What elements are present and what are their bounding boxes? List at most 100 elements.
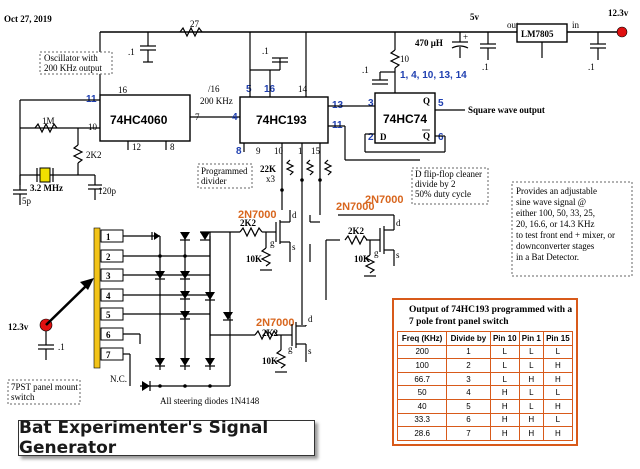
table-cell: H (542, 371, 574, 387)
svg-text:Programmed: Programmed (201, 166, 248, 176)
diodes-note: All steering diodes 1N4148 (160, 396, 260, 406)
s-2: s (396, 250, 400, 260)
switch-note-box (7, 379, 81, 405)
table-column-header: Pin 1 (518, 331, 544, 346)
chip-74hc193 (239, 96, 329, 144)
chip-lm7805-label: LM7805 (521, 29, 554, 39)
pin-10-b: 10 (274, 146, 284, 156)
osc-note-line1: Oscillator with (44, 53, 98, 63)
mosfet-label-2: 2N7000 (336, 201, 375, 213)
cap-label-e: .1 (588, 62, 595, 72)
mosfet-label-3: 2N7000 (365, 194, 404, 206)
r2k2-3: 2K2 (262, 328, 279, 338)
table-cell: 5 (446, 398, 491, 414)
pin-4: 4 (232, 112, 238, 123)
chip-74hc193-label: 74HC193 (256, 113, 307, 127)
svg-text:7PST panel mount: 7PST panel mount (11, 382, 78, 392)
v5-label: 5v (470, 12, 480, 22)
pin-15: 15 (311, 146, 321, 156)
r2k2-1: 2K2 (240, 218, 257, 228)
svg-text:downconverter stages: downconverter stages (516, 241, 595, 251)
d-1: d (292, 210, 297, 220)
table-column-header: Freq (KHz) (396, 331, 448, 346)
table-cell: 6 (446, 412, 491, 428)
pin-14: 14 (298, 84, 308, 94)
r10k-1: 10K (246, 254, 262, 264)
svg-text:D flip-flop cleaner: D flip-flop cleaner (415, 169, 482, 179)
switch-pos-2[interactable]: 2 (106, 252, 111, 262)
svg-text:divider: divider (201, 176, 227, 186)
cap-label-f: .1 (58, 342, 65, 352)
provides-note-box (511, 181, 633, 277)
table-cell: L (489, 358, 520, 373)
table-cell: L (542, 385, 574, 400)
page-title: Bat Experimenter's Signal Generator (19, 418, 269, 458)
s-1: s (292, 242, 296, 252)
dff-note-box (411, 167, 489, 205)
table-cell: 33.3 (396, 412, 448, 428)
switch-pos-3[interactable]: 3 (106, 271, 111, 281)
r2k2-osc-label: 2K2 (86, 150, 102, 160)
s-3: s (308, 346, 312, 356)
date-label: Oct 27, 2019 (4, 14, 52, 24)
osc-note-box (39, 51, 113, 75)
square-out-label: Square wave output (468, 105, 545, 115)
pin-9: 9 (256, 146, 261, 156)
switch-contacts (100, 229, 124, 361)
table-cell: L (518, 344, 544, 360)
d-3: d (308, 314, 313, 324)
switch-pos-7[interactable]: 7 (106, 350, 111, 360)
cap-label-d: .1 (482, 62, 489, 72)
dff-pins-note: 1, 4, 10, 13, 14 (400, 70, 467, 81)
table-cell: H (542, 398, 574, 414)
chip-74hc4060-label: 74HC4060 (110, 113, 168, 127)
table-cell: L (518, 358, 544, 373)
table-cell: 50 (396, 385, 448, 400)
table-cell: L (489, 371, 520, 387)
chip-74hc74 (374, 92, 436, 144)
table-column-header: Pin 15 (542, 331, 574, 346)
pin-6: 6 (438, 132, 444, 143)
pin-8: 8 (170, 142, 175, 152)
table-cell: 40 (396, 398, 448, 414)
table-cell: L (542, 412, 574, 428)
c5p-label: 5p (22, 196, 32, 206)
table-cell: 2 (446, 358, 491, 373)
table-cell: 3 (446, 371, 491, 387)
g-3: g (288, 344, 293, 354)
cap-label-c: .1 (362, 65, 369, 75)
g-1: g (270, 238, 275, 248)
switch-pos-5[interactable]: 5 (106, 310, 111, 320)
r10-top-label: 10 (400, 54, 410, 64)
switch-pos-1[interactable]: 1 (106, 232, 111, 242)
pin-qbar: Q (423, 131, 430, 141)
svg-text:in a Bat Detector.: in a Bat Detector. (516, 252, 579, 262)
programmed-divider-box (197, 163, 253, 189)
nc-label: N.C. (110, 374, 127, 384)
pin-2: 2 (368, 132, 374, 143)
switch-pos-6[interactable]: 6 (106, 330, 111, 340)
svg-text:either 100, 50, 33, 25,: either 100, 50, 33, 25, (516, 208, 595, 218)
cap-label-a: .1 (128, 47, 135, 57)
supply-12v-top (616, 26, 628, 38)
switch-pos-4[interactable]: 4 (106, 291, 111, 301)
table-cell: L (542, 344, 574, 360)
table-cell: 100 (396, 358, 448, 373)
table-cell: 66.7 (396, 371, 448, 387)
pin-8-b: 8 (236, 146, 242, 157)
r27-label: 27 (190, 19, 200, 29)
pin-3: 3 (368, 98, 374, 109)
crystal (39, 167, 51, 183)
d-2: d (396, 218, 401, 228)
g-2: g (374, 248, 379, 258)
table-cell: L (518, 385, 544, 400)
pin-10: 10 (88, 122, 98, 132)
r10k-3: 10K (262, 356, 278, 366)
rotary-switch-wiper-bar[interactable] (93, 227, 101, 369)
svg-text:switch: switch (11, 392, 35, 402)
r2k2-2: 2K2 (348, 226, 365, 236)
